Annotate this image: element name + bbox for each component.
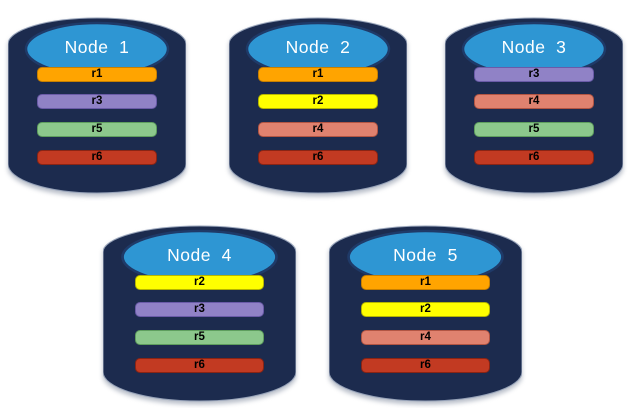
node-title: Node 4 bbox=[167, 245, 232, 265]
replica-bar-r6: r6 bbox=[134, 358, 265, 373]
replica-bar-r3: r3 bbox=[474, 67, 594, 82]
replica-bar-r4: r4 bbox=[360, 330, 491, 345]
replica-bar-r1: r1 bbox=[360, 275, 491, 290]
replica-bar-r4: r4 bbox=[258, 122, 378, 137]
replica-bar-r3: r3 bbox=[37, 94, 157, 109]
node-2-cylinder: Node 2 r1 r2 r4 r6 bbox=[229, 10, 407, 198]
replica-bar-r1: r1 bbox=[258, 67, 378, 82]
replica-bar-r6: r6 bbox=[37, 150, 157, 165]
replica-bar-r4: r4 bbox=[474, 94, 594, 109]
replica-bar-r2: r2 bbox=[134, 275, 265, 290]
node-5-cylinder: Node 5 r1 r2 r4 r6 bbox=[329, 218, 522, 406]
replica-bar-r5: r5 bbox=[37, 122, 157, 137]
node-title: Node 5 bbox=[393, 245, 458, 265]
node-title: Node 3 bbox=[501, 37, 567, 57]
replica-bar-r5: r5 bbox=[134, 330, 265, 345]
replica-bar-r5: r5 bbox=[474, 122, 594, 137]
node-title: Node 2 bbox=[285, 37, 351, 57]
replica-bar-r6: r6 bbox=[258, 150, 378, 165]
replica-bar-r2: r2 bbox=[360, 302, 491, 317]
replica-bar-r3: r3 bbox=[134, 302, 265, 317]
replica-bar-r6: r6 bbox=[360, 358, 491, 373]
replica-bar-r6: r6 bbox=[474, 150, 594, 165]
node-4-cylinder: Node 4 r2 r3 r5 r6 bbox=[103, 218, 296, 406]
node-1-cylinder: Node 1 r1 r3 r5 r6 bbox=[8, 10, 186, 198]
replica-bar-r1: r1 bbox=[37, 67, 157, 82]
replica-bar-r2: r2 bbox=[258, 94, 378, 109]
node-3-cylinder: Node 3 r3 r4 r5 r6 bbox=[445, 10, 623, 198]
node-title: Node 1 bbox=[64, 37, 130, 57]
